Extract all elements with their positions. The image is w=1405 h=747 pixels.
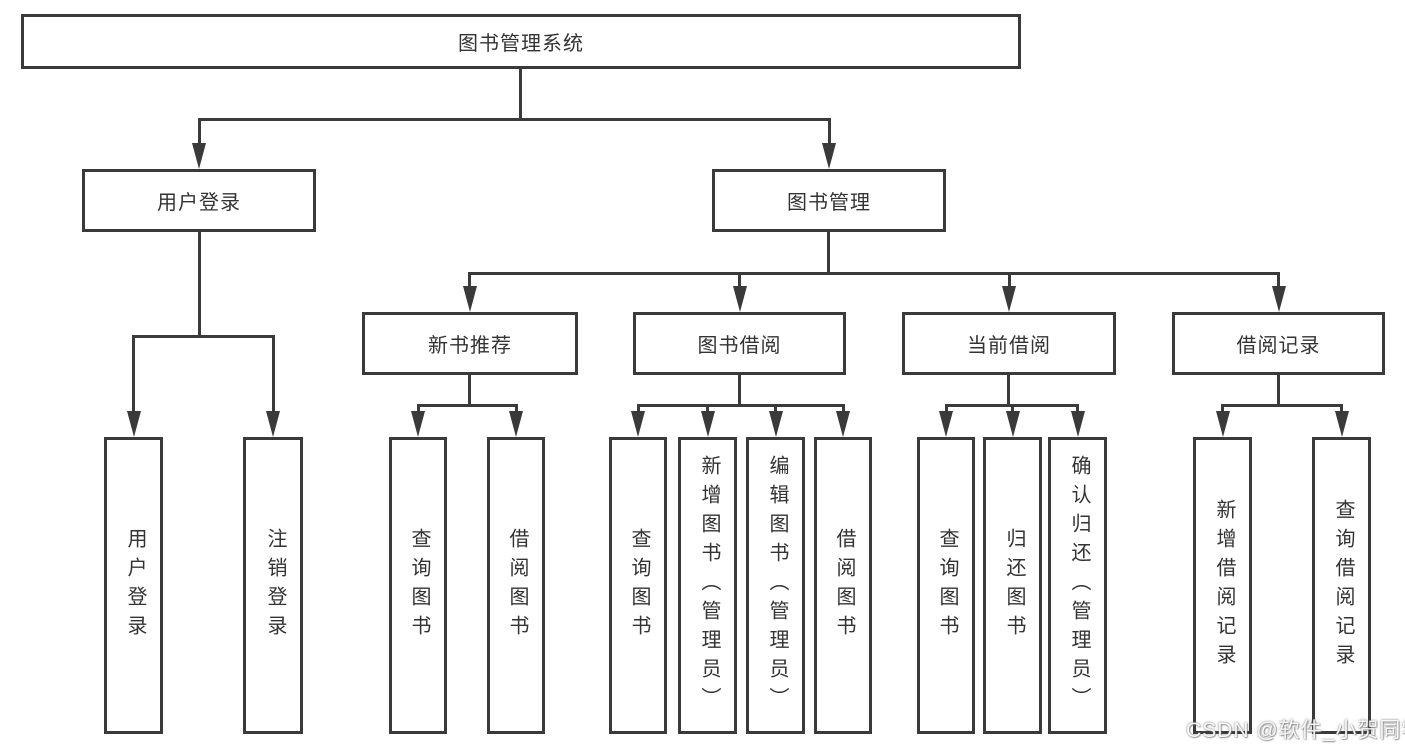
leaf-user-login: 用户登录 — [104, 437, 163, 734]
connector-line — [1076, 404, 1079, 413]
arrow-down-icon — [701, 411, 715, 437]
leaf-query-books-recommend: 查询图书 — [389, 437, 447, 734]
connector-line — [828, 118, 831, 145]
connector-line — [272, 335, 275, 413]
leaf-add-books-admin: 新增图书（管理员） — [678, 437, 737, 734]
connector-line — [1340, 404, 1343, 413]
leaf-query-books-borrowing: 查询图书 — [609, 437, 667, 734]
csdn-watermark: CSDN @软件_小贺同学 — [1186, 719, 1405, 742]
node-borrowing-records: 借阅记录 — [1172, 312, 1385, 375]
arrow-down-icon — [631, 411, 645, 437]
connector-line — [706, 404, 709, 413]
leaf-query-borrow-record: 查询借阅记录 — [1312, 437, 1371, 734]
connector-line — [1007, 375, 1010, 407]
connector-line — [468, 375, 471, 407]
arrow-down-icon — [1006, 411, 1020, 437]
leaf-borrow-books-recommend: 借阅图书 — [487, 437, 545, 734]
connector-line — [774, 404, 777, 413]
leaf-confirm-return-admin: 确认归还（管理员） — [1048, 437, 1107, 734]
connector-line — [468, 272, 471, 289]
arrow-down-icon — [1272, 286, 1286, 312]
arrow-down-icon — [769, 411, 783, 437]
connector-line — [1008, 272, 1011, 289]
connector-line — [198, 118, 201, 145]
arrow-down-icon — [836, 411, 850, 437]
connector-line — [469, 272, 1280, 275]
arrow-down-icon — [822, 143, 836, 169]
leaf-logout: 注销登录 — [243, 437, 303, 734]
node-book-management: 图书管理 — [712, 169, 946, 232]
arrow-down-icon — [1335, 411, 1349, 437]
connector-line — [1277, 375, 1280, 407]
node-library-management-system: 图书管理系统 — [21, 14, 1021, 69]
connector-line — [637, 404, 845, 407]
connector-line — [637, 404, 640, 413]
connector-line — [198, 232, 201, 338]
leaf-edit-books-admin: 编辑图书（管理员） — [746, 437, 805, 734]
connector-line — [417, 404, 420, 413]
arrow-down-icon — [939, 411, 953, 437]
node-new-book-recommendation: 新书推荐 — [362, 312, 578, 375]
connector-line — [417, 404, 518, 407]
connector-line — [515, 404, 518, 413]
arrow-down-icon — [733, 286, 747, 312]
connector-line — [945, 404, 948, 413]
connector-line — [132, 335, 274, 338]
arrow-down-icon — [127, 411, 141, 437]
node-current-borrowing: 当前借阅 — [902, 312, 1116, 375]
connector-line — [1221, 404, 1343, 407]
connector-line — [827, 232, 830, 275]
leaf-add-borrow-record: 新增借阅记录 — [1193, 437, 1252, 734]
connector-line — [738, 272, 741, 289]
connector-line — [738, 375, 741, 407]
connector-line — [842, 404, 845, 413]
leaf-borrow-books-borrowing: 借阅图书 — [814, 437, 872, 734]
arrow-down-icon — [266, 411, 280, 437]
connector-line — [1221, 404, 1224, 413]
arrow-down-icon — [509, 411, 523, 437]
arrow-down-icon — [1071, 411, 1085, 437]
arrow-down-icon — [192, 143, 206, 169]
arrow-down-icon — [463, 286, 477, 312]
connector-line — [132, 335, 135, 413]
connector-line — [519, 69, 522, 121]
arrow-down-icon — [411, 411, 425, 437]
arrow-down-icon — [1216, 411, 1230, 437]
arrow-down-icon — [1002, 286, 1016, 312]
connector-line — [1277, 272, 1280, 289]
connector-line — [198, 118, 831, 121]
node-user-login: 用户登录 — [82, 169, 316, 232]
node-book-borrowing: 图书借阅 — [633, 312, 846, 375]
connector-line — [1011, 404, 1014, 413]
leaf-return-books: 归还图书 — [983, 437, 1042, 734]
leaf-query-books-current: 查询图书 — [917, 437, 975, 734]
